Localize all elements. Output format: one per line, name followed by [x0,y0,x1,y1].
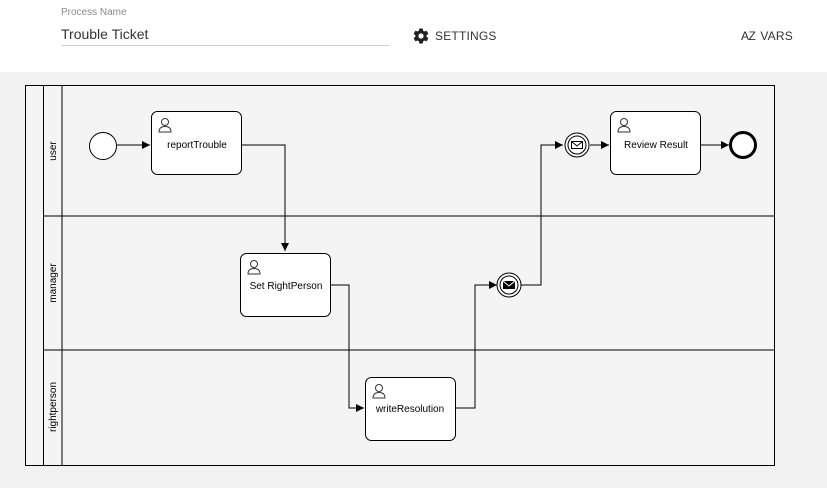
task-label: writeResolution [375,404,444,415]
settings-button[interactable]: SETTINGS [412,26,497,46]
user-icon [372,384,386,399]
user-icon [617,118,631,133]
envelope-icon [571,141,583,149]
lane-label-manager: manager [48,263,59,303]
message-catch-event[interactable] [564,132,590,158]
sequence-flows [117,141,729,412]
lane-label-user: user [48,141,59,161]
flow-setrightperson-to-writeresolution [330,284,364,412]
task-reporttrouble[interactable]: reportTrouble [151,111,242,175]
flow-writeresolution-to-sendmessage [455,281,497,409]
task-label: Set RightPerson [250,281,323,292]
message-throw-event[interactable] [496,272,522,298]
user-icon [158,118,172,133]
lane-manager[interactable]: manager [48,216,63,350]
start-event[interactable] [89,132,117,160]
sort-az-icon: AZ [741,29,756,43]
end-event[interactable] [729,131,757,159]
flow-sendmessage-to-catchmessage [521,141,563,286]
envelope-filled-icon [502,280,516,289]
vars-label: VARS [760,29,793,43]
task-setrightperson[interactable]: Set RightPerson [240,253,331,317]
task-writeresolution[interactable]: writeResolution [365,377,456,441]
process-name-label: Process Name [61,7,127,18]
settings-label: SETTINGS [435,29,497,43]
lane-user[interactable]: user [48,85,63,217]
task-label: reportTrouble [167,140,227,151]
flow-reporttrouble-to-setrightperson [241,144,289,251]
task-reviewresult[interactable]: Review Result [610,111,701,175]
user-icon [247,260,261,275]
gear-icon [413,28,429,44]
lane-label-rightperson: rightperson [48,382,59,432]
process-name-input[interactable] [61,22,389,46]
process-header: Process Name SETTINGS AZ VARS [0,0,827,72]
vars-button[interactable]: AZ VARS [741,26,793,46]
bpmn-diagram: user manager rightperson [25,85,775,466]
diagram-canvas[interactable]: user manager rightperson [0,72,827,483]
task-label: Review Result [624,140,688,151]
lane-rightperson[interactable]: rightperson [48,350,63,466]
